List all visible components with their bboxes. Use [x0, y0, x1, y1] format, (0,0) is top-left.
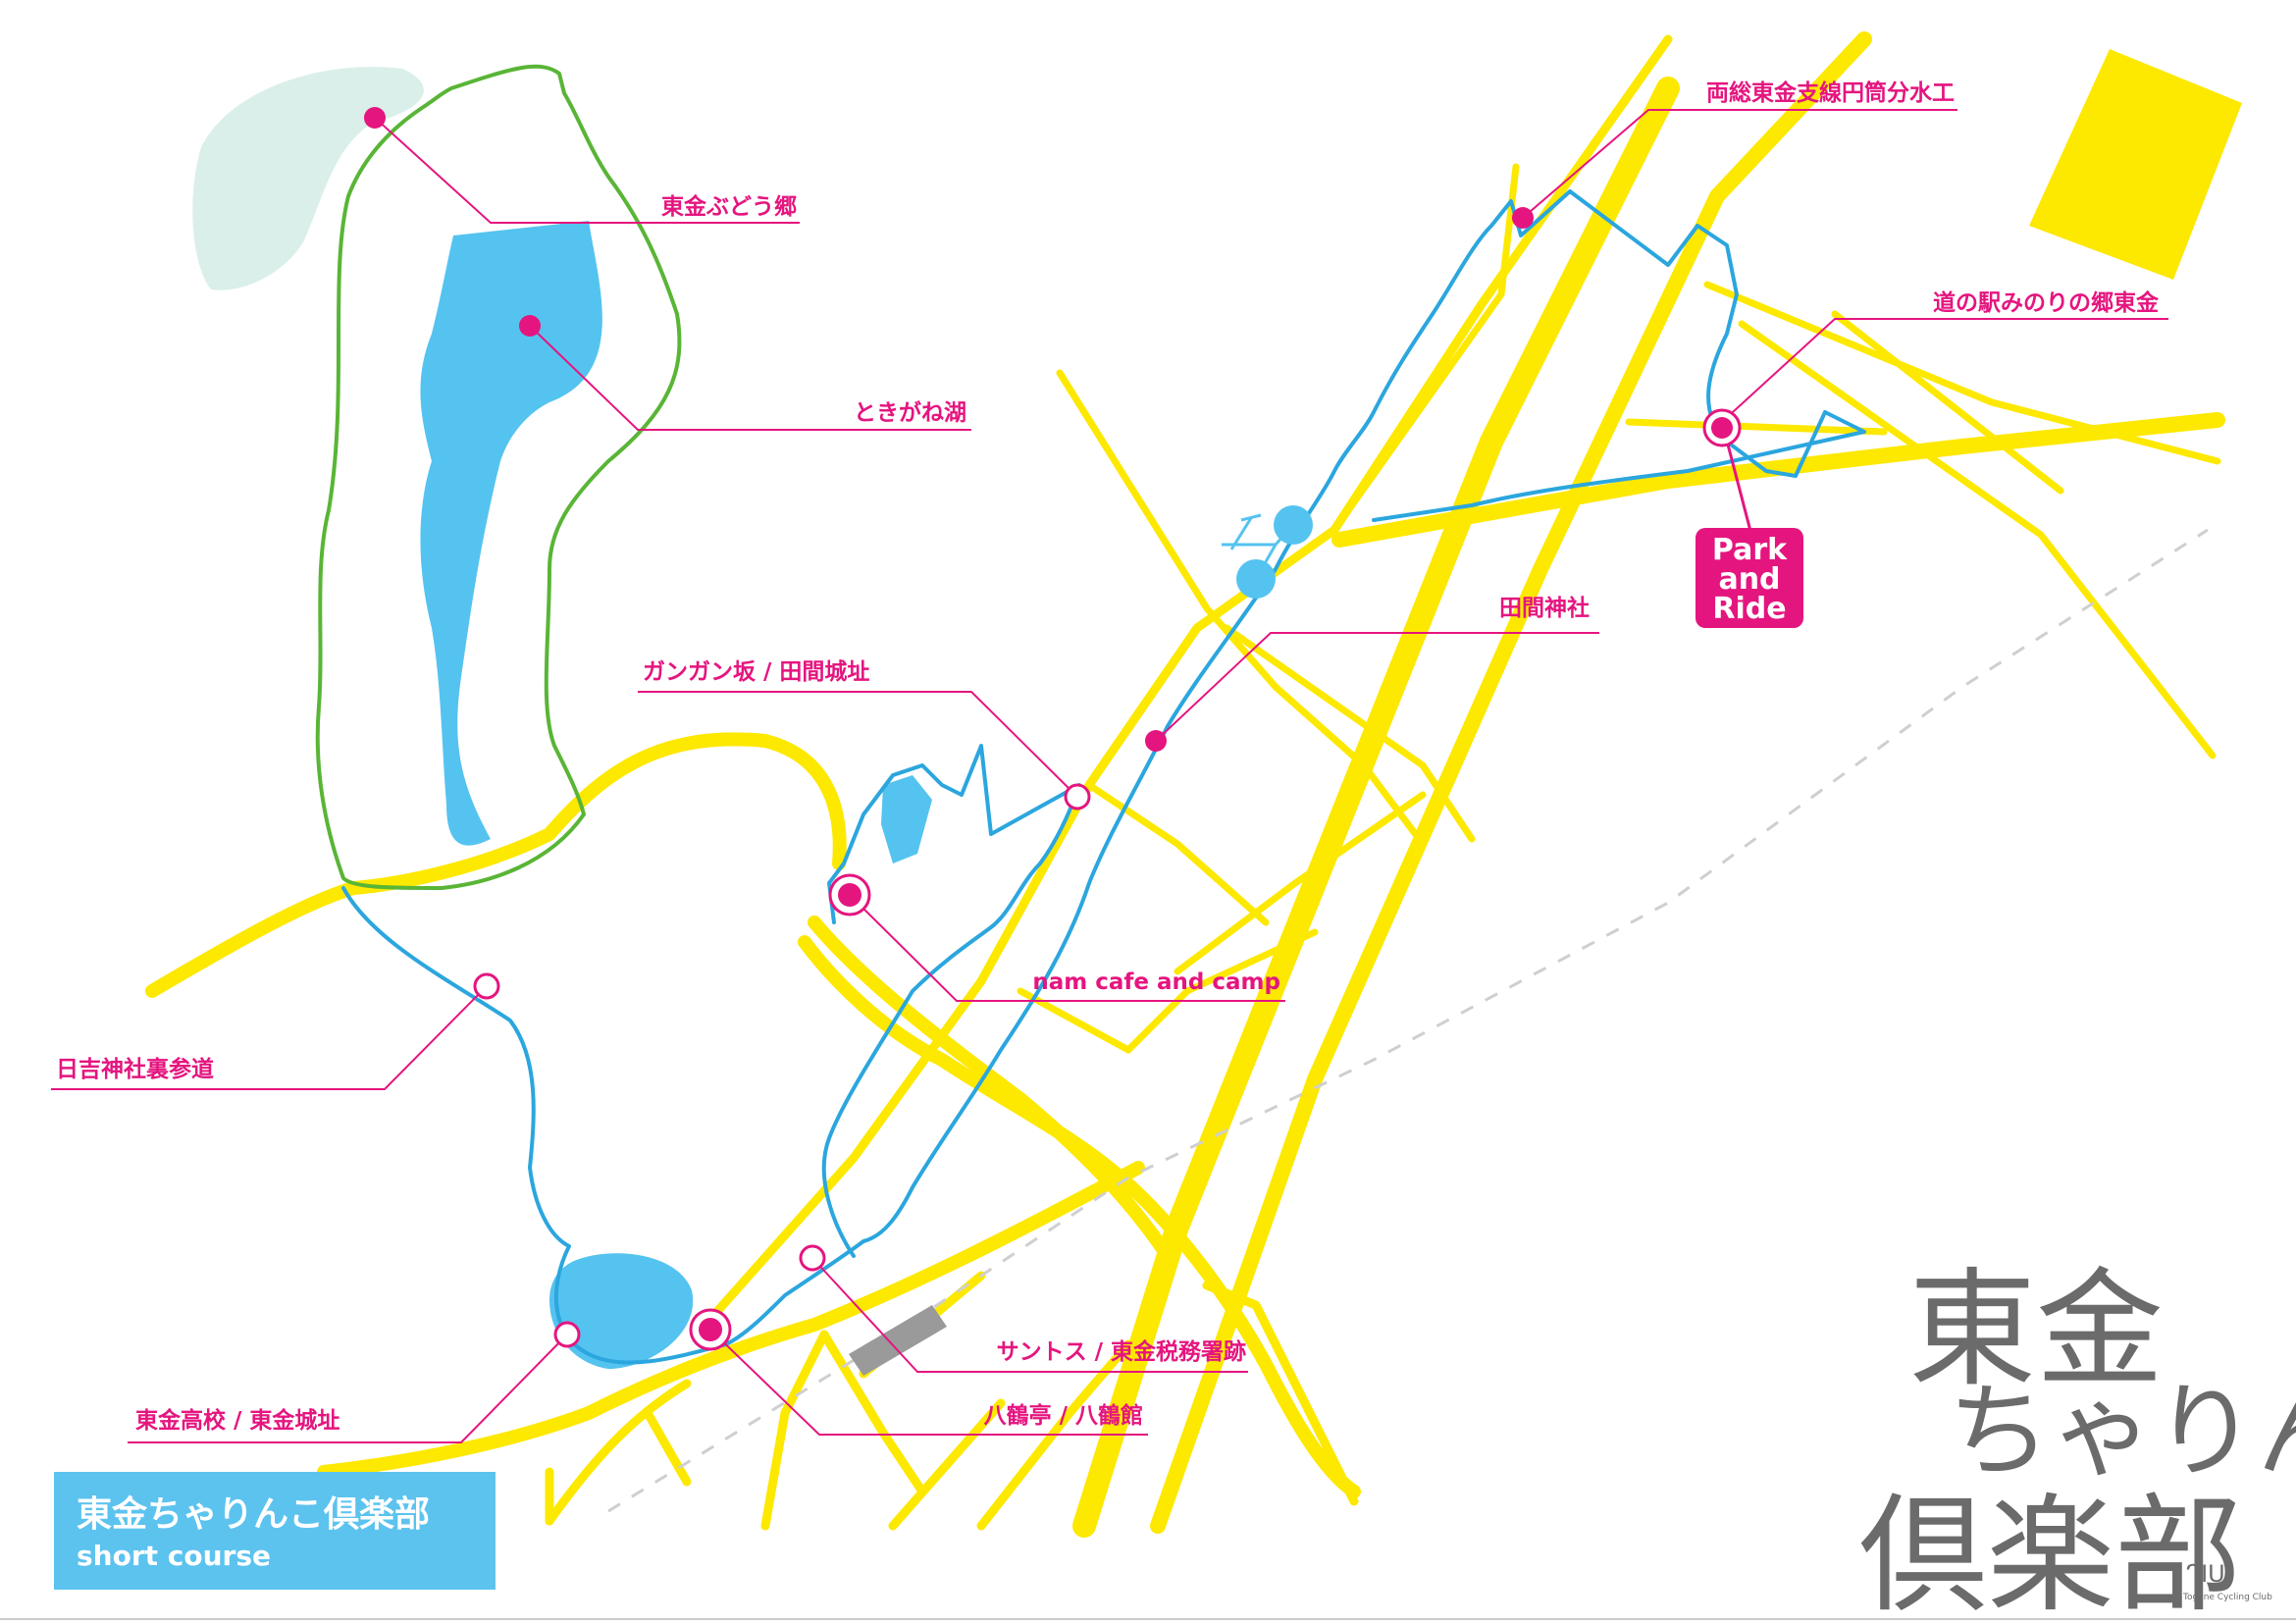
markers: [364, 107, 1742, 1351]
leader-budo: [374, 117, 800, 224]
road-grid-4: [1174, 791, 1427, 975]
lake-small-2: [549, 1253, 694, 1369]
park-and-ride-line3: Ride: [1712, 592, 1786, 626]
lake-tokigane: [420, 221, 602, 846]
forest-area: [192, 67, 424, 290]
label-santos: サントス / 東金税務署跡: [997, 1338, 1246, 1365]
leader-hiyoshi: [51, 985, 488, 1090]
roads: [145, 31, 2225, 1538]
marker-gangan: [1064, 783, 1091, 811]
road-lower-2: [643, 1408, 692, 1487]
club-logo: 東金 ちゃりんこ 倶楽部 ᒉIU Togane Cycling Club: [1859, 1255, 2296, 1623]
title-sub: short course: [77, 1540, 271, 1572]
leader-hakkaku: [709, 1329, 1148, 1436]
logo-sub: Togane Cycling Club: [2182, 1593, 2272, 1602]
road-grid-1: [1056, 369, 1279, 691]
bike-frame: [1222, 513, 1295, 580]
marker-santos: [799, 1244, 826, 1272]
park-and-ride-line2: and: [1718, 562, 1780, 597]
logo-line2: ちゃりんこ: [1948, 1372, 2296, 1492]
park-and-ride-badge[interactable]: Park and Ride: [1696, 528, 1803, 628]
park-and-ride-line1: Park: [1712, 533, 1788, 567]
road-south-west: [798, 935, 1361, 1498]
road-lower-3: [760, 1330, 829, 1531]
road-lower-6: [976, 1339, 1133, 1531]
road-ne-1: [1625, 418, 1888, 436]
station-building: [849, 1305, 947, 1376]
bicycle-icon: [1222, 505, 1313, 599]
title-box-bg: [54, 1472, 496, 1590]
road-grid-2: [1223, 624, 1476, 843]
road-grid-5: [1017, 928, 1319, 1054]
marker-hakkaku-inner: [699, 1318, 722, 1341]
marker-nam-inner: [838, 883, 861, 907]
leader-santos: [811, 1257, 1248, 1373]
leader-tokigane: [529, 325, 971, 431]
lake-small-1: [881, 775, 932, 864]
road-lower-7: [888, 1398, 1006, 1531]
label-ryoso: 両総東金支線円筒分水工: [1706, 79, 1955, 106]
leader-lines: [51, 109, 2168, 1443]
park-and-ride-bg: [1696, 528, 1803, 628]
marker-togane-high: [553, 1321, 581, 1348]
road-ne-3: [1831, 310, 2064, 495]
rail-line: [607, 528, 2209, 1513]
marker-budo: [364, 107, 386, 129]
road-ne-4: [1331, 163, 1520, 534]
leader-nam: [849, 894, 1285, 1002]
label-michinoeki: 道の駅みのりの郷東金: [1933, 289, 2160, 316]
road-nam-area: [808, 916, 1174, 1263]
road-major-diagonal: [1072, 77, 1680, 1538]
leader-michinoeki: [1721, 318, 2168, 423]
leader-ryoso: [1522, 109, 1957, 219]
road-lower-8: [1202, 1281, 1359, 1506]
road-grid-3: [1272, 683, 1427, 848]
leader-togane-high: [128, 1334, 568, 1443]
label-budo: 東金ぶどう郷: [661, 193, 797, 220]
marker-ryoso: [1512, 207, 1534, 229]
route-green-loop: [315, 64, 682, 890]
label-hakkaku: 八鶴亭 / 八鶴館: [984, 1402, 1143, 1429]
road-lower: [545, 1379, 692, 1526]
road-main-diagonal: [1150, 31, 1872, 1534]
road-east: [1331, 412, 2225, 548]
block-area: [2029, 49, 2242, 280]
road-route-diagonal: [692, 34, 1673, 1339]
logo-line3: 倶楽部: [1859, 1481, 2242, 1623]
leader-gangan: [638, 691, 1078, 798]
road-west: [145, 732, 847, 998]
title-box: 東金ちゃりんこ倶楽部 short course: [54, 1472, 496, 1590]
logo-line1: 東金: [1908, 1255, 2164, 1404]
labels: 東金ぶどう郷 ときがね湖 両総東金支線円筒分水工 道の駅みのりの郷東金 田間神社…: [56, 79, 2160, 1434]
road-ne-2: [1703, 281, 2221, 465]
road-east-diagonal: [1738, 320, 2217, 759]
marker-tokigane: [519, 315, 541, 337]
label-tama: 田間神社: [1499, 595, 1590, 621]
logo-mark: ᒉIU: [2186, 1560, 2225, 1588]
route-blue-main: [341, 189, 1866, 1365]
marker-tama: [1145, 730, 1167, 752]
label-tokigane: ときがね湖: [854, 399, 966, 426]
title-main: 東金ちゃりんこ倶楽部: [77, 1493, 430, 1535]
label-gangan: ガンガン坂 / 田間城址: [643, 658, 869, 685]
label-togane-high: 東金高校 / 東金城址: [135, 1407, 339, 1434]
label-nam: nam cafe and camp: [1032, 969, 1280, 995]
leader-tama: [1155, 632, 1599, 742]
marker-michinoeki-inner: [1711, 417, 1733, 439]
marker-hiyoshi: [473, 972, 500, 1000]
road-bottom: [317, 1161, 1145, 1479]
label-hiyoshi: 日吉神社裏参道: [56, 1056, 214, 1082]
road-grid-6: [1085, 781, 1270, 926]
